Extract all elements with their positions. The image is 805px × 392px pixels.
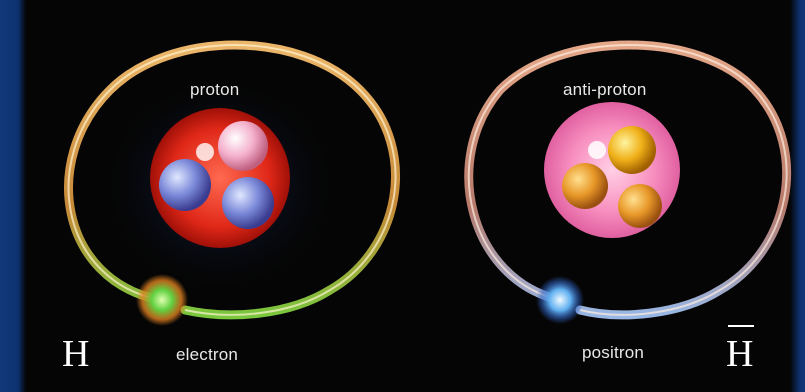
- antiproton-label: anti-proton: [563, 80, 646, 100]
- hydrogen-symbol: H: [62, 335, 89, 373]
- antihydrogen-symbol: H: [726, 335, 753, 373]
- antiproton-nucleus: [544, 102, 680, 238]
- electron: [136, 274, 188, 326]
- quark-up-1: [218, 121, 268, 171]
- proton-label: proton: [190, 80, 239, 100]
- antigluon-glow: [588, 141, 606, 159]
- quark-down: [159, 159, 211, 211]
- positron-label: positron: [582, 343, 644, 363]
- antiquark-3: [618, 184, 662, 228]
- antihydrogen-overbar: [728, 325, 754, 327]
- gluon-glow: [196, 143, 214, 161]
- antiquark-2: [562, 163, 608, 209]
- quark-up-2: [222, 177, 274, 229]
- antiquark-1: [608, 126, 656, 174]
- positron: [536, 276, 584, 324]
- electron-label: electron: [176, 345, 238, 365]
